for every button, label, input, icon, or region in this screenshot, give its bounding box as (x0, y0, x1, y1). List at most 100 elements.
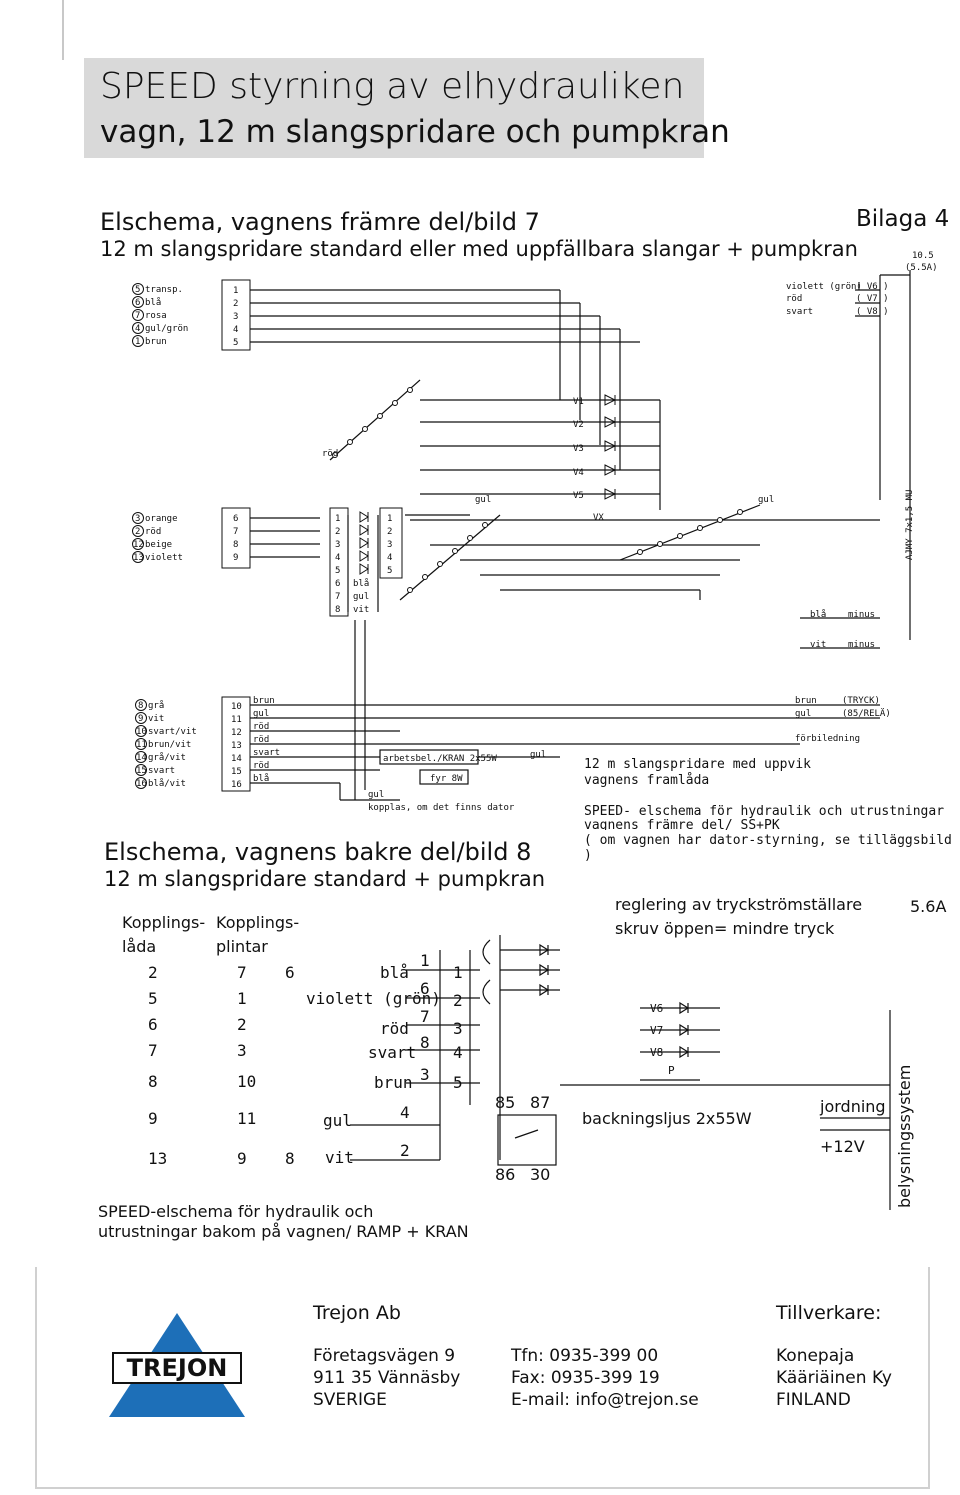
address-1: Företagsvägen 9 (313, 1346, 456, 1366)
wire-color: röd (253, 722, 269, 732)
right-top-label: röd (786, 294, 802, 304)
group2-label: orange (145, 514, 178, 524)
group1-label: rosa (145, 311, 167, 321)
group2-label: röd (145, 527, 161, 537)
front-subheading: 12 m slangspridare standard eller med up… (100, 237, 858, 261)
diode-color: blå (353, 578, 369, 589)
valve-label: V5 (573, 491, 584, 501)
relay-30: 30 (530, 1165, 550, 1184)
note2-line1: SPEED- elschema för hydraulik och utrust… (584, 804, 944, 819)
row-b: 1 (237, 989, 247, 1008)
group1-label: gul/grön (145, 324, 188, 334)
valve-label: V4 (573, 468, 584, 478)
logo-text: TREJON (127, 1354, 228, 1382)
relay-87: 87 (530, 1093, 550, 1112)
note1-line2: vagnens framlåda (584, 773, 709, 788)
rod-label: röd (322, 449, 338, 459)
wire-color: svart (253, 748, 280, 758)
gul-mid: gul (530, 750, 546, 760)
row-b: 11 (237, 1109, 256, 1128)
group3-num: 14 (136, 753, 147, 763)
vx-label: VX (593, 513, 604, 523)
group3-label: vit (148, 714, 164, 724)
row-a: 5 (148, 989, 158, 1008)
group1-num: 5 (135, 285, 140, 295)
group1-num: 6 (135, 298, 140, 308)
diode-left: 7 (335, 592, 340, 602)
wire-num-back: 7 (420, 1007, 430, 1026)
gul-color: gul (795, 709, 811, 719)
group2-num: 12 (133, 540, 144, 550)
bilaga-label: Bilaga 4 (856, 206, 950, 232)
arbetsbel-label: arbetsbel./KRAN 2x55W (383, 754, 497, 764)
backning-label: backningsljus 2x55W (582, 1109, 752, 1128)
group3-num: 9 (138, 714, 143, 724)
fuse-bottom: (5.5A) (905, 263, 938, 273)
fax: Fax: 0935-399 19 (511, 1368, 660, 1388)
row-a: 8 (148, 1072, 158, 1091)
bla-minus: minus (848, 610, 875, 620)
row-b: 2 (237, 1015, 247, 1034)
right-top-valve: ( V7 ) (856, 294, 889, 304)
diode-left: 1 (335, 514, 340, 524)
wire-term-back: 2 (453, 991, 463, 1010)
group1-label: blå (145, 297, 161, 308)
term-5: 5 (233, 338, 238, 348)
gul-small: gul (368, 790, 384, 800)
row-a: 9 (148, 1109, 158, 1128)
row-b: 7 (237, 963, 247, 982)
term-11: 11 (231, 715, 242, 725)
diode-color: gul (353, 592, 369, 602)
group3-label: svart/vit (148, 727, 197, 737)
group3-label: grå/vit (148, 752, 186, 763)
rela-label: (85/RELÄ) (842, 708, 891, 719)
diode-right: 1 (387, 514, 392, 524)
phone: Tfn: 0935-399 00 (511, 1346, 659, 1366)
back-valve: V8 (650, 1046, 663, 1059)
valve-label: V1 (573, 397, 584, 407)
wire-color: blå (253, 773, 269, 784)
term-12: 12 (231, 728, 242, 738)
note1-line1: 12 m slangspridare med uppvik (584, 757, 811, 772)
company-name: Trejon Ab (313, 1302, 401, 1324)
address-2: 911 35 Vännäsby (313, 1368, 461, 1388)
group2-num: 3 (135, 514, 140, 524)
term-3: 3 (233, 312, 238, 322)
wire-color-back: brun (374, 1073, 413, 1092)
fyr-label: fyr 8W (430, 774, 463, 784)
term-16: 16 (231, 780, 242, 790)
group3-num: 8 (138, 701, 143, 711)
group3-num: 10 (136, 727, 147, 737)
wire-term-back: 4 (453, 1043, 463, 1062)
wire-term-back: 1 (453, 963, 463, 982)
right-top-label: svart (786, 307, 813, 317)
back-valve: V7 (650, 1024, 663, 1037)
group1-num: 7 (135, 311, 140, 321)
row-b: 9 (237, 1149, 247, 1168)
row-b: 3 (237, 1041, 247, 1060)
vit-color: vit (810, 640, 826, 650)
term-6: 6 (233, 514, 238, 524)
group2-label: violett (145, 553, 183, 563)
diode-right: 2 (387, 527, 392, 537)
col1-header-b: låda (122, 937, 156, 956)
diode-right: 4 (387, 553, 392, 563)
maker-1: Konepaja (776, 1346, 855, 1366)
maker-2: Kääriäinen Ky (776, 1368, 892, 1388)
term-15: 15 (231, 767, 242, 777)
group3-num: 11 (136, 740, 147, 750)
term-14: 14 (231, 754, 242, 764)
diode-left: 3 (335, 540, 340, 550)
back-valve: V6 (650, 1002, 663, 1015)
gul-label-b: gul (758, 495, 774, 505)
group3-num: 16 (136, 779, 147, 789)
right-top-valve: ( V6 ) (856, 282, 889, 292)
group2-num: 13 (133, 553, 144, 563)
wire-term-back: 3 (453, 1019, 463, 1038)
page-title: SPEED styrning av elhydrauliken (100, 66, 685, 107)
group1-label: brun (145, 337, 167, 347)
page-subtitle: vagn, 12 m slangspridare och pumpkran (100, 114, 730, 150)
term-13: 13 (231, 741, 242, 751)
col2-header-b: plintar (216, 937, 268, 956)
row-a: 13 (148, 1149, 167, 1168)
